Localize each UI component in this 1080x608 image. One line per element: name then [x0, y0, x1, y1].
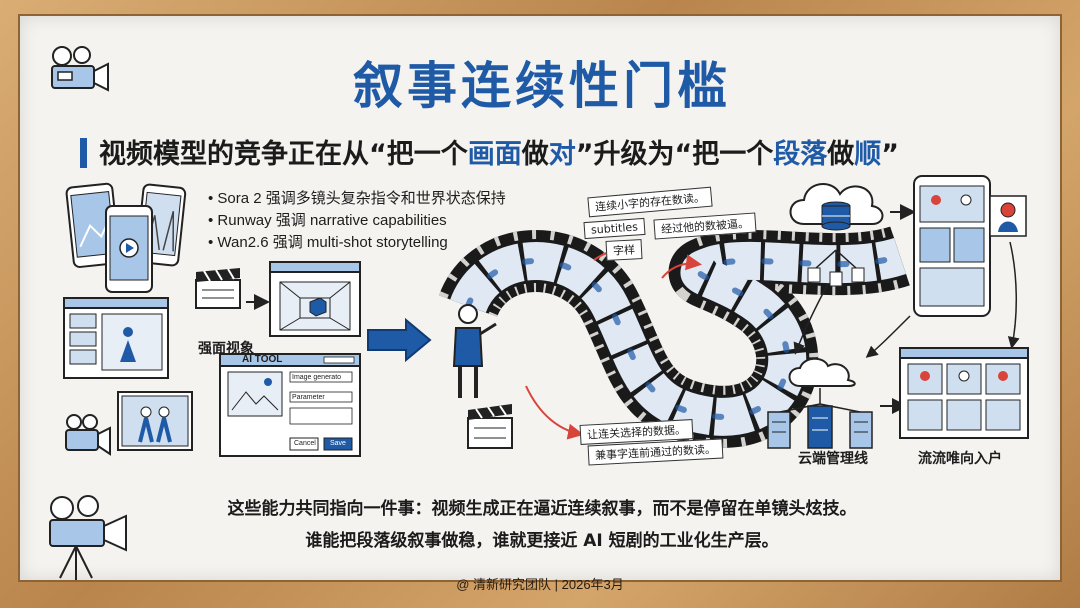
- scene-window-two-people: [117, 391, 193, 451]
- ai-tool-title: AI TOOL: [242, 354, 283, 365]
- 3d-scene-window: [269, 261, 361, 337]
- subtitle-highlight: 对: [548, 139, 576, 170]
- ai-tool-field-label: Parameter: [292, 394, 325, 401]
- motion-arrow: [525, 385, 584, 440]
- subtitle-highlight: 段落: [773, 139, 828, 170]
- conclusion-line-1: 这些能力共同指向一件事：视频生成正在逼近连续叙事，而不是停留在单镜头炫技。: [227, 499, 857, 519]
- profile-card: [989, 195, 1027, 237]
- video-browser-window: [63, 297, 169, 379]
- cloud-icon: [789, 183, 884, 287]
- bullet-item: Wan2.6 强调 multi-shot storytelling: [208, 232, 568, 254]
- ai-tool-save-button[interactable]: Save: [330, 440, 346, 447]
- streaming-browser-window: [899, 347, 1029, 439]
- film-strip-icon: [438, 226, 910, 448]
- entrance-label: 流流唯向入户: [918, 451, 1002, 467]
- phone-cluster: [65, 182, 187, 293]
- flow-arrow: [793, 283, 829, 355]
- subtitle-highlight: 顺: [854, 139, 882, 170]
- illustration-scene: [49, 46, 1029, 580]
- subtitle-part: ”: [881, 139, 899, 170]
- motion-arrow: [661, 254, 702, 279]
- model-bullet-list: Sora 2 强调多镜头复杂指令和世界状态保持 Runway 强调 narrat…: [208, 188, 568, 254]
- bullet-item: Sora 2 强调多镜头复杂指令和世界状态保持: [208, 188, 568, 210]
- film-camera-icon: [51, 46, 109, 92]
- clapperboard-icon: [195, 268, 241, 309]
- clapperboard-icon: [467, 404, 513, 449]
- page-subtitle: 视频模型的竞争正在从“把一个画面做对”升级为“把一个段落做顺”: [80, 132, 1020, 172]
- presenter-figure: [452, 304, 497, 398]
- subtitle-part: ”升级为“把一个: [575, 139, 774, 170]
- page-title: 叙事连续性门槛: [353, 57, 731, 115]
- subtitle-note: 字样: [605, 239, 643, 261]
- film-camera-icon: [65, 414, 111, 456]
- phone-icon: [913, 175, 991, 317]
- ai-tool-cancel-button[interactable]: Cancel: [294, 440, 316, 447]
- ai-tool-window: [219, 353, 361, 457]
- left-scene-label: 强面视象: [198, 341, 254, 357]
- credit-footer: @ 清新研究团队 | 2026年3月: [456, 577, 624, 592]
- cloud-pipeline-label: 云端管理线: [798, 451, 868, 467]
- flow-arrow: [865, 315, 911, 358]
- subtitle-part: 做: [521, 139, 549, 170]
- ai-tool-field-label: Image generato: [292, 374, 342, 381]
- subtitle-highlight: 画面: [467, 139, 522, 170]
- subtitle-accent-bar: [80, 138, 87, 168]
- server-icon: [767, 357, 873, 449]
- flow-arrow: [1007, 241, 1020, 349]
- whiteboard: 叙事连续性门槛 视频模型的竞争正在从“把一个画面做对”升级为“把一个段落做顺” …: [18, 14, 1062, 582]
- subtitle-part: 视频模型的竞争正在从“把一个: [99, 139, 468, 170]
- arrow-right-icon: [367, 317, 432, 363]
- subtitle-part: 做: [827, 139, 855, 170]
- conclusion-line-2: 谁能把段落级叙事做稳，谁就更接近 AI 短剧的工业化生产层。: [305, 531, 779, 551]
- film-camera-icon: [49, 495, 127, 580]
- bullet-item: Runway 强调 narrative capabilities: [208, 210, 568, 232]
